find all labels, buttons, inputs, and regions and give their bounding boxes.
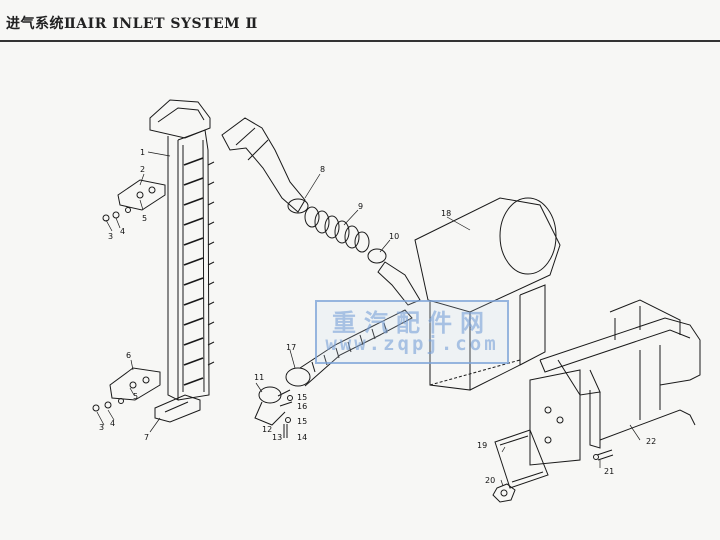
- callout-15-upper: 15: [297, 393, 307, 402]
- mounting-frame-part-22: [529, 299, 701, 466]
- clamp-assembly-parts-11-16: [254, 386, 293, 438]
- callout-15-lower: 15: [297, 417, 307, 426]
- callout-3-lower: 3: [99, 423, 104, 432]
- callout-16: 16: [297, 402, 307, 411]
- callout-7: 7: [144, 433, 149, 442]
- nut-part-20: [492, 483, 516, 503]
- callout-14: 14: [297, 433, 307, 442]
- callout-8: 8: [320, 165, 325, 174]
- callout-18: 18: [441, 209, 451, 218]
- watermark-url-text: www.zqpj.com: [325, 333, 499, 355]
- callout-21: 21: [604, 467, 614, 476]
- page-title: 进气系统ⅡAIR INLET SYSTEM Ⅱ: [6, 16, 258, 32]
- fasteners-lower: [92, 398, 124, 412]
- callout-5-upper: 5: [142, 214, 147, 223]
- callout-12: 12: [262, 425, 272, 434]
- callout-10: 10: [389, 232, 399, 241]
- callout-20: 20: [485, 476, 495, 485]
- upper-bracket-part-2: [117, 179, 166, 211]
- callout-22: 22: [646, 437, 656, 446]
- leader-lines: [96, 151, 641, 487]
- callout-9: 9: [358, 202, 363, 211]
- callout-13: 13: [272, 433, 282, 442]
- inlet-elbow-part-8: [221, 117, 309, 214]
- callout-11: 11: [254, 373, 264, 382]
- foot-block-part-7: [154, 394, 201, 423]
- callout-4-upper: 4: [120, 227, 125, 236]
- watermark-chinese-text: 重汽配件网: [332, 309, 492, 337]
- intake-tower-part-1: [149, 99, 215, 401]
- lower-bracket-part-6: [109, 367, 161, 401]
- callout-3-upper: 3: [108, 232, 113, 241]
- plate-part-19: [494, 429, 549, 489]
- callout-6: 6: [126, 351, 131, 360]
- header-rule: [0, 40, 720, 42]
- callout-17: 17: [286, 343, 296, 352]
- watermark-box: 重汽配件网 www.zqpj.com: [315, 300, 509, 364]
- callout-19: 19: [477, 441, 487, 450]
- clamp-ring-part-10: [367, 248, 387, 264]
- bolt-part-21: [593, 449, 614, 461]
- callout-1: 1: [140, 148, 145, 157]
- callout-2: 2: [140, 165, 145, 174]
- callout-4-lower: 4: [110, 419, 115, 428]
- callout-5-lower: 5: [133, 392, 138, 401]
- air-filter-part-18: [377, 197, 561, 391]
- bellows-part-9: [304, 206, 370, 253]
- hose-part-17: [285, 309, 413, 387]
